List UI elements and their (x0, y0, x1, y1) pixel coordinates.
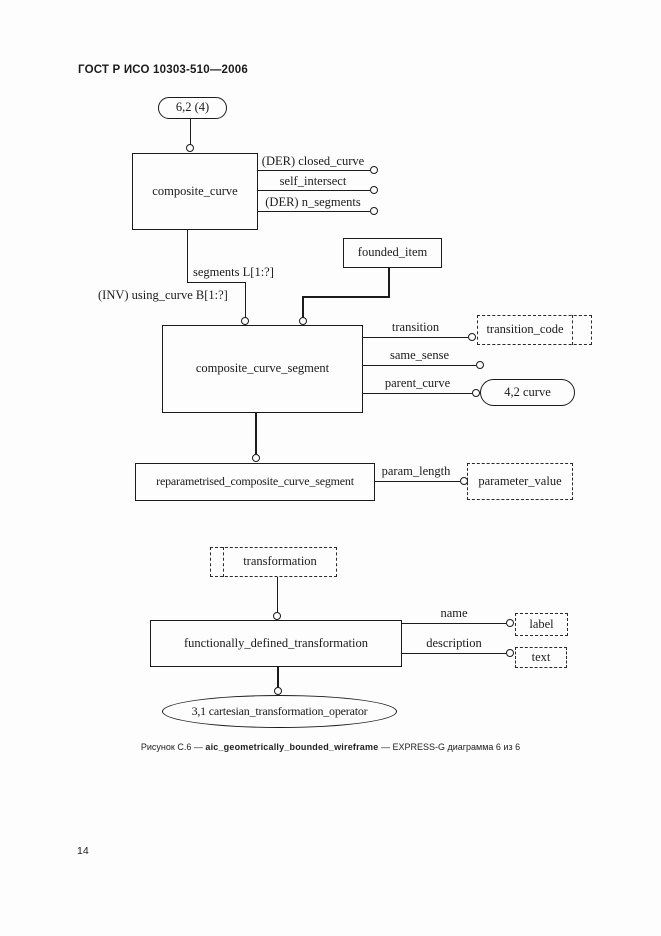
attr-line-self-intersect (258, 190, 370, 191)
figure-caption: Рисунок С.6 — aic_geometrically_bounded_… (0, 742, 661, 752)
page-number: 14 (77, 845, 89, 857)
founded-item-line-3 (302, 296, 304, 318)
entity-reparametrised-composite-curve-segment: reparametrised_composite_curve_segment (135, 463, 375, 501)
entity-composite-curve: composite_curve (132, 153, 258, 230)
attr-label-same-sense: same_sense (389, 348, 449, 362)
subtype-line-cartesian (277, 667, 279, 688)
attr-line-name (402, 623, 506, 624)
attr-line-same-sense (363, 365, 476, 366)
subtype-line-reparametrised (255, 413, 257, 454)
attr-line-n-segments (258, 211, 370, 212)
transformation-line (277, 577, 278, 613)
entity-composite-curve-segment: composite_curve_segment (162, 325, 363, 413)
enum-divider-transition-code (572, 315, 573, 345)
attr-circle-param-length (460, 477, 468, 485)
attr-circle-closed-curve (370, 166, 378, 174)
attr-line-description (402, 653, 506, 654)
entity-founded-item: founded_item (343, 238, 442, 268)
founded-item-line-2 (302, 296, 390, 298)
segments-line-1 (187, 230, 188, 283)
segments-circle (241, 317, 249, 325)
entity-functionally-defined-transformation: functionally_defined_transformation (150, 620, 402, 667)
attr-line-closed-curve (258, 170, 370, 171)
attr-line-transition (363, 337, 468, 338)
attr-label-using-curve: (INV) using_curve B[1:?] (98, 288, 228, 302)
attr-circle-name (506, 619, 514, 627)
attr-label-description: description (426, 636, 482, 650)
caption-prefix: Рисунок С.6 — (140, 742, 206, 752)
founded-item-line-1 (388, 268, 390, 298)
attr-label-n-segments: (DER) n_segments (265, 195, 361, 209)
segments-line-2 (187, 282, 246, 283)
transformation-circle (273, 612, 281, 620)
founded-item-circle (299, 317, 307, 325)
attr-label-name: name (440, 606, 468, 620)
attr-circle-self-intersect (370, 186, 378, 194)
attr-label-transition: transition (391, 320, 440, 334)
attr-circle-description (506, 649, 514, 657)
attr-label-segments: segments L[1:?] (193, 265, 274, 279)
type-text: text (515, 647, 567, 668)
cartesian-circle (274, 687, 282, 695)
attr-label-parent-curve: parent_curve (384, 376, 451, 390)
reparametrised-circle (252, 454, 260, 462)
attr-circle-transition (468, 333, 476, 341)
ref-node-curve: 4,2 curve (480, 379, 575, 406)
type-parameter-value: parameter_value (467, 463, 573, 500)
type-transition-code: transition_code (477, 315, 592, 345)
attr-label-param-length: param_length (381, 464, 451, 478)
select-divider-transformation (223, 547, 224, 577)
attr-line-param-length (375, 481, 460, 482)
attr-circle-parent-curve (472, 389, 480, 397)
attr-label-closed-curve: (DER) closed_curve (261, 154, 365, 168)
page-header: ГОСТ Р ИСО 10303-510—2006 (78, 64, 248, 76)
type-transformation: transformation (210, 547, 337, 577)
attr-circle-same-sense (476, 361, 484, 369)
caption-suffix: — EXPRESS-G диаграмма 6 из 6 (378, 742, 521, 752)
connector-pageref (190, 119, 191, 145)
ref-node-cartesian-transformation-operator: 3,1 cartesian_transformation_operator (162, 695, 397, 728)
attr-circle-n-segments (370, 207, 378, 215)
relation-circle-composite-curve (186, 144, 194, 152)
attr-line-parent-curve (363, 393, 472, 394)
type-label: label (515, 613, 568, 636)
segments-line-3 (245, 282, 246, 318)
attr-label-self-intersect: self_intersect (279, 174, 347, 188)
page-ref-node: 6,2 (4) (158, 97, 227, 119)
caption-entity: aic_geometrically_bounded_wireframe (205, 742, 379, 752)
